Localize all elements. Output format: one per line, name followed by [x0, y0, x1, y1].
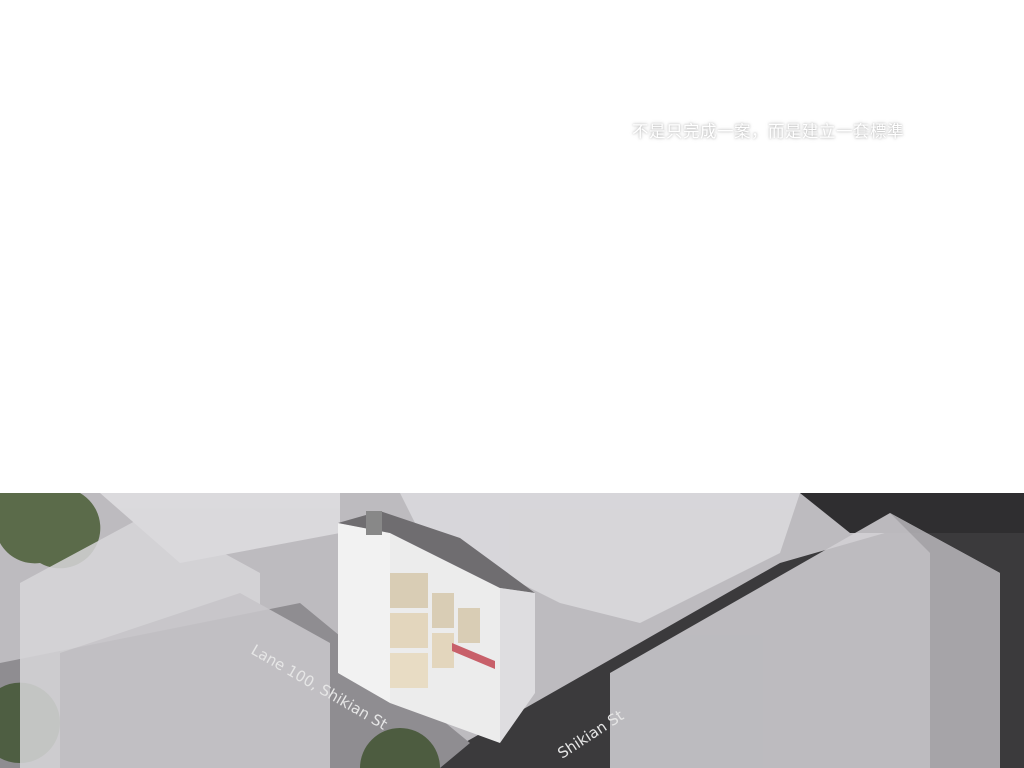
isometric-site-render: Lane 100, Shikian St Shikian St [0, 493, 1024, 768]
tree-bottom-center [360, 728, 440, 768]
road-top [800, 493, 1024, 533]
building [338, 511, 535, 743]
context-blocks [20, 493, 1000, 768]
tree-top-left [0, 493, 101, 569]
tagline: 不是只完成一案，而是建立一套標準 [632, 122, 904, 141]
